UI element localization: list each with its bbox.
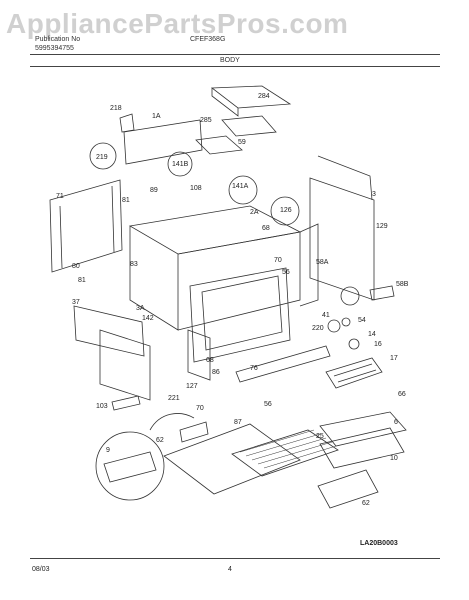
callout-103: 103 [96,403,108,410]
page-number: 4 [228,566,232,573]
front-post-56 [187,329,211,381]
footer-rule [30,558,440,559]
callout-41: 41 [322,312,330,319]
callout-68: 68 [262,225,270,232]
callout-285: 285 [200,117,212,124]
callout-58A: 58A [316,259,329,266]
callout-218: 218 [110,105,122,112]
inset-circle-219 [89,142,117,170]
callout-284: 284 [258,93,270,100]
callout-221: 221 [168,395,180,402]
callout-70: 70 [196,405,204,412]
callout-70: 70 [274,257,282,264]
broiler-pan-insert-10 [319,411,407,447]
oven-top-part [128,205,302,255]
bracket-221 [111,395,141,411]
right-side-panel [309,177,375,301]
callout-14: 14 [368,331,376,338]
publication-label: Publication No [35,36,81,43]
watermark: AppliancePartsPros.com [6,8,349,39]
bake-element-66 [325,357,383,389]
callout-86: 86 [212,369,220,376]
broil-element-67 [317,469,379,509]
callout-80: 80 [72,263,80,270]
side-trim-56 [299,223,319,307]
callout-87: 87 [234,419,242,426]
callout-54: 54 [358,317,366,324]
callout-129: 129 [376,223,388,230]
left-side-panel [49,179,123,273]
inset-circle-141a [228,175,258,205]
callout-2A: 2A [250,209,259,216]
callout-3: 3 [372,191,376,198]
callout-81: 81 [122,197,130,204]
callout-89: 89 [150,187,158,194]
knob-part-54 [327,319,341,333]
callout-56: 56 [282,269,290,276]
oven-cavity-frame [189,267,291,363]
callout-62: 62 [156,437,164,444]
callout-3A: 3A [136,305,145,312]
callout-141B: 141B [172,161,189,168]
baffle-part [221,115,277,137]
gasket-circle [340,286,360,306]
callout-83: 83 [130,261,138,268]
callout-9: 9 [106,447,110,454]
callout-58B: 58B [396,281,409,288]
callout-142: 142 [142,315,154,322]
callout-10: 10 [390,455,398,462]
leader-87 [149,413,195,431]
diagram-code: LA20B0003 [360,540,398,547]
knob-part-17 [348,338,360,350]
inset-circle-126 [270,196,300,226]
callout-126: 126 [280,207,292,214]
callout-220: 220 [312,325,324,332]
front-panel-3a [73,305,145,357]
bracket-220 [369,285,395,301]
spacer-small-62 [179,421,209,443]
callout-141A: 141A [232,183,249,190]
section-title: BODY [220,57,240,64]
callout-62: 62 [362,500,370,507]
callout-6: 6 [394,419,398,426]
callout-56: 56 [264,401,272,408]
callout-66: 66 [398,391,406,398]
knob-part-14 [341,317,351,327]
callout-71: 71 [56,193,64,200]
top-trim-part [210,85,292,109]
callout-17: 17 [390,355,398,362]
broiler-pan-9 [319,427,405,469]
broiler-rail-103 [235,345,331,383]
callout-labels: 284 218 1A 285 59 219 141B 89 108 141A 3… [56,93,409,507]
callout-59: 59 [238,139,246,146]
callout-76: 76 [250,365,258,372]
callout-1A: 1A [152,113,161,120]
oven-rack-6 [231,429,339,477]
header-rule-top [30,54,440,55]
lower-front-panel [99,329,151,401]
callout-127: 127 [186,383,198,390]
insulation-pad-part [195,135,243,155]
callout-16: 16 [374,341,382,348]
rear-panel-part [123,119,203,165]
callout-37: 37 [72,299,80,306]
model-number: CFEF368G [190,36,226,43]
oven-floor-25 [163,423,301,495]
bracket-218-part [119,113,135,133]
callout-25: 25 [316,433,324,440]
callout-219: 219 [96,154,108,161]
footer-date: 08/03 [32,566,50,573]
inset-circle-62 [95,431,165,501]
header-rule-bottom [30,66,440,67]
inset-circle-141b [167,151,193,177]
callout-108: 108 [190,185,202,192]
publication-number: 5995394755 [35,45,74,52]
spacer-part-62 [103,451,157,483]
callout-68: 68 [206,357,214,364]
callout-81: 81 [78,277,86,284]
